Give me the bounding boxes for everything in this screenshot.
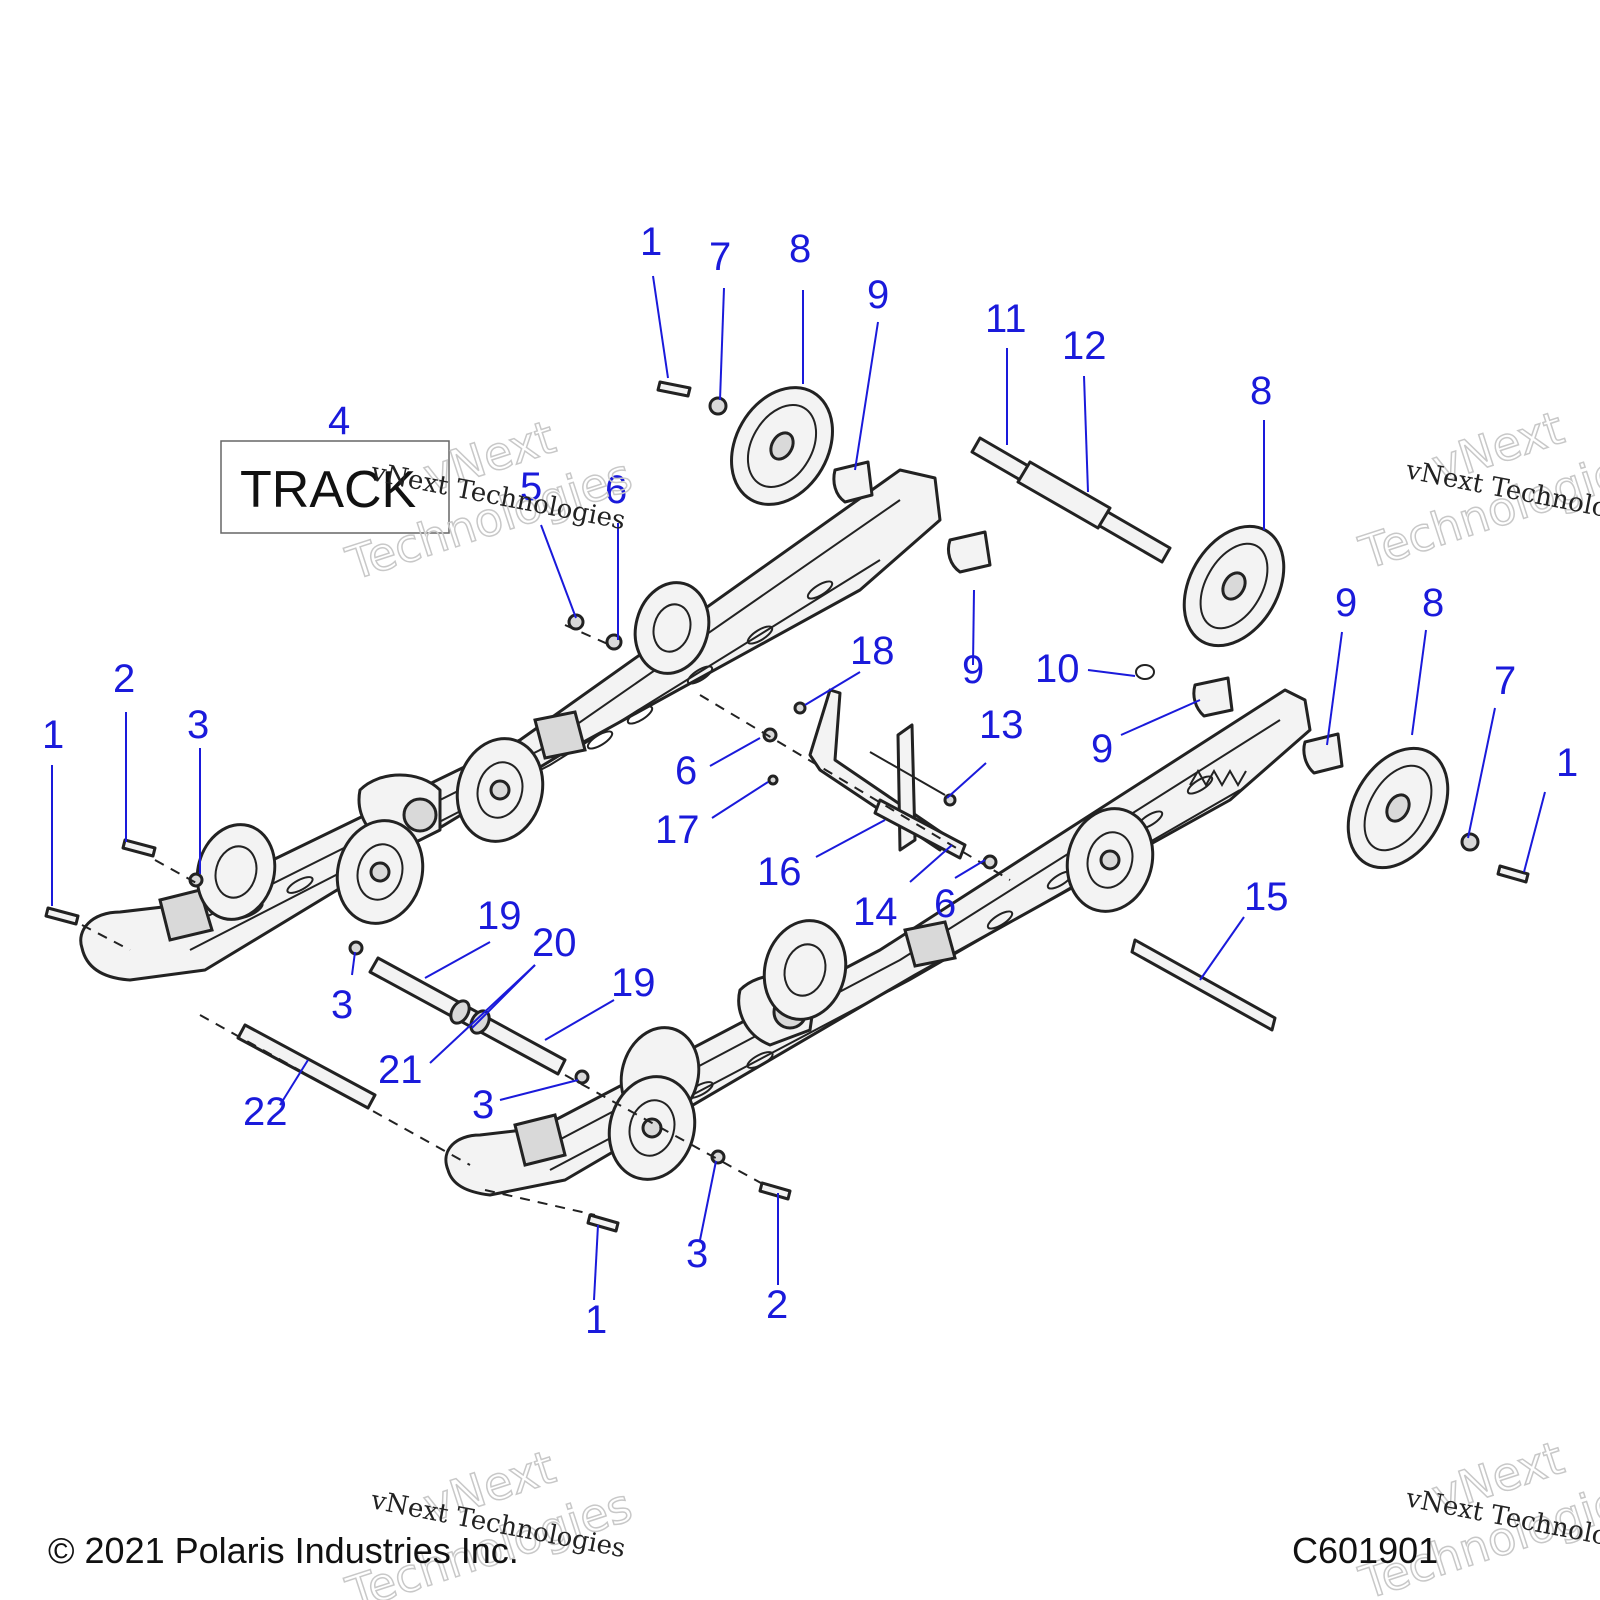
callout-label: 7 xyxy=(1494,659,1516,703)
left-rail xyxy=(79,468,942,982)
callout-label: 17 xyxy=(655,808,700,852)
callout-label: 12 xyxy=(1062,324,1107,368)
callout-label: 10 xyxy=(1035,647,1080,691)
callout-label: 8 xyxy=(1422,581,1444,625)
center-bracket xyxy=(808,688,967,860)
callout-label: 8 xyxy=(1250,369,1272,413)
leader-lines xyxy=(51,275,1546,1301)
callout-label: 1 xyxy=(42,713,64,757)
spacers xyxy=(832,460,1344,775)
track-label-box: TRACK xyxy=(220,440,450,534)
callout-label: 2 xyxy=(766,1283,788,1327)
idler-wheels xyxy=(730,386,1450,870)
figure-code: C601901 xyxy=(1292,1530,1439,1571)
callout-label: 4 xyxy=(328,399,350,443)
callout-label: 6 xyxy=(675,749,697,793)
callout-label: 5 xyxy=(520,465,542,509)
callout-label: 6 xyxy=(605,468,627,512)
long-bolt xyxy=(1130,938,1277,1032)
hardware xyxy=(44,380,1530,1233)
callout-label: 18 xyxy=(850,629,895,673)
right-rail-wheels xyxy=(607,807,1155,1181)
assembly-lines xyxy=(81,624,1011,1216)
callout-label: 2 xyxy=(113,657,135,701)
callout-label: 19 xyxy=(611,961,656,1005)
callout-label: 16 xyxy=(757,850,802,894)
track-label: TRACK xyxy=(240,461,417,519)
callout-label: 9 xyxy=(962,648,984,692)
parts-drawing xyxy=(44,380,1530,1233)
shafts xyxy=(236,956,567,1110)
callout-label: 6 xyxy=(934,882,956,926)
callout-numbers: 1 7 8 9 11 12 8 4 5 6 9 18 9 10 13 9 9 8… xyxy=(42,220,1578,1342)
callout-label: 21 xyxy=(378,1048,423,1092)
callout-label: 3 xyxy=(187,703,209,747)
callout-label: 9 xyxy=(1091,727,1113,771)
left-rail-wheels xyxy=(195,581,711,925)
callout-label: 8 xyxy=(789,227,811,271)
callout-label: 11 xyxy=(985,297,1027,341)
callout-label: 19 xyxy=(477,894,522,938)
callout-label: 13 xyxy=(979,703,1024,747)
callout-label: 3 xyxy=(686,1232,708,1276)
callout-label: 1 xyxy=(640,220,662,264)
callout-label: 22 xyxy=(243,1090,288,1134)
callout-label: 3 xyxy=(331,983,353,1027)
callout-label: 9 xyxy=(867,273,889,317)
callout-label: 1 xyxy=(1556,741,1578,785)
copyright-text: © 2021 Polaris Industries Inc. xyxy=(48,1530,519,1571)
callout-label: 20 xyxy=(532,921,577,965)
callout-label: 15 xyxy=(1244,875,1289,919)
callout-label: 14 xyxy=(853,890,898,934)
callout-label: 9 xyxy=(1335,581,1357,625)
axle xyxy=(970,436,1172,564)
callout-label: 1 xyxy=(585,1298,607,1342)
callout-label: 3 xyxy=(472,1083,494,1127)
callout-label: 7 xyxy=(709,235,731,279)
